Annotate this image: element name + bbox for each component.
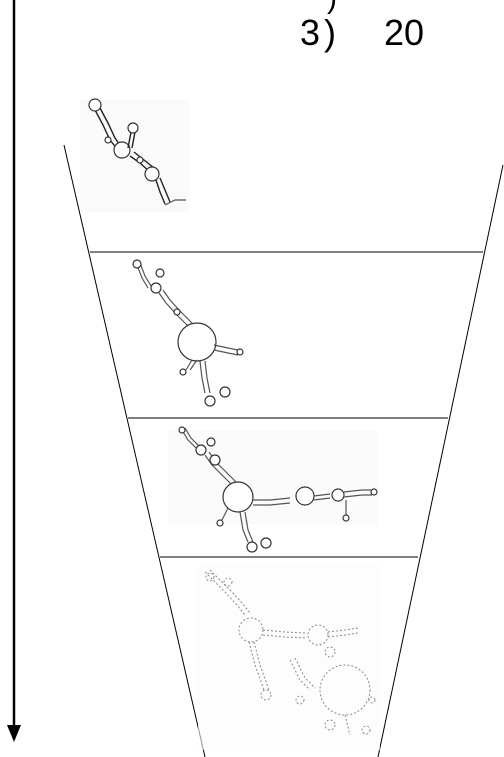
rna-structure-1 (80, 99, 190, 212)
rna-structure-2 (133, 260, 243, 406)
rna-structure-4 (198, 565, 380, 750)
down-arrow (7, 0, 21, 742)
rna-structure-3 (168, 427, 378, 552)
